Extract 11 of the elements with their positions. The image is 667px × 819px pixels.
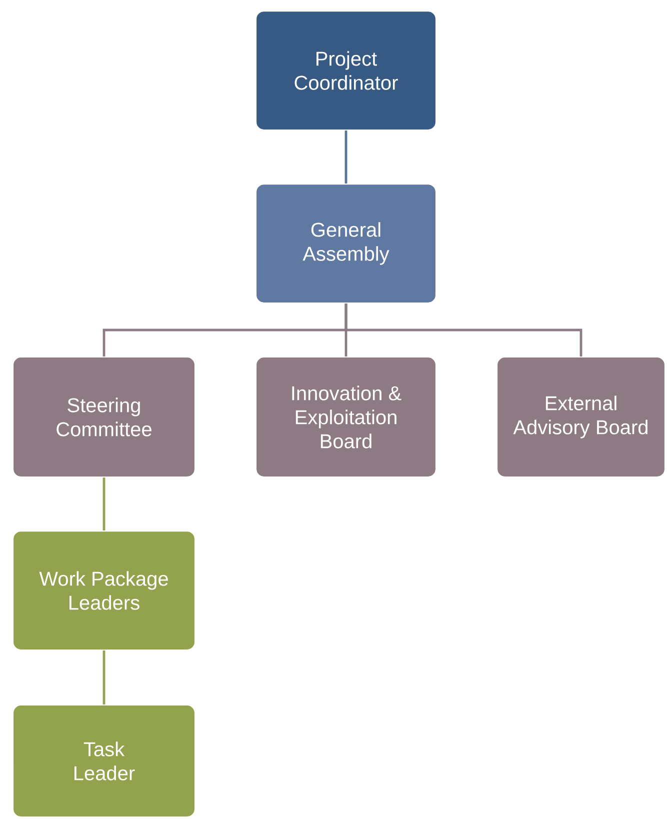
org-box: Innovation & Exploitation Board (255, 356, 437, 478)
connector-line (344, 304, 582, 356)
org-box: External Advisory Board (496, 356, 666, 478)
org-box: General Assembly (255, 184, 437, 304)
org-box: Task Leader (12, 704, 196, 818)
org-box: Work Package Leaders (12, 530, 196, 650)
org-box: Steering Committee (12, 356, 196, 478)
connector-line (102, 650, 106, 704)
connector-line (102, 478, 106, 530)
connector-line (344, 130, 348, 184)
org-box: Project Coordinator (255, 10, 437, 131)
